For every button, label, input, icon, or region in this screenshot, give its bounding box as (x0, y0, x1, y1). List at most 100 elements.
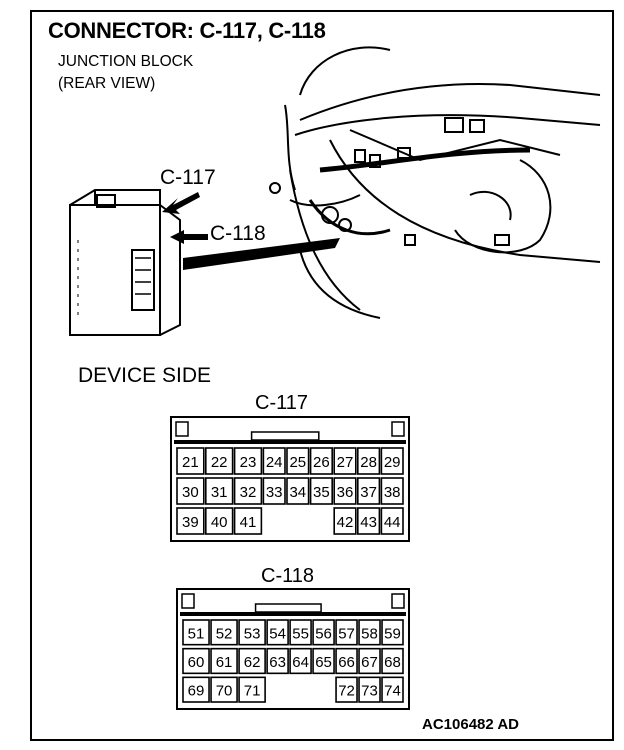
pin-number: 66 (338, 654, 355, 671)
pin-cell (210, 647, 238, 675)
pin-number: 32 (240, 484, 257, 501)
pin-number: 34 (289, 484, 306, 501)
pin-number: 62 (244, 654, 261, 671)
pin-cell (182, 676, 210, 703)
pin-number: 39 (182, 514, 199, 531)
pin-cell (238, 647, 266, 675)
pin-cell (358, 647, 381, 675)
pin-cell (335, 647, 358, 675)
connector-key (254, 603, 322, 613)
pin-cell (333, 507, 357, 535)
pin-cell (233, 477, 263, 505)
pin-number: 58 (361, 625, 378, 642)
pin-cell (176, 477, 205, 505)
pin-cell (176, 447, 205, 475)
pin-number: 57 (338, 625, 355, 642)
pin-number: 26 (313, 454, 330, 471)
page-title: CONNECTOR: C-117, C-118 (48, 18, 326, 43)
pin-number: 64 (292, 654, 309, 671)
pin-cell (286, 447, 310, 475)
pin-number: 69 (188, 683, 205, 700)
pin-number: 56 (315, 625, 332, 642)
pin-cell (381, 647, 404, 675)
pin-number: 52 (216, 625, 233, 642)
pin-number: 42 (337, 514, 354, 531)
pin-number: 27 (337, 454, 354, 471)
pin-number: 35 (313, 484, 330, 501)
pin-cell (233, 447, 263, 475)
pin-number: 59 (384, 625, 401, 642)
pin-number: 60 (188, 654, 205, 671)
pin-number: 55 (292, 625, 309, 642)
pin-cell (358, 676, 381, 703)
pin-cell (289, 619, 312, 646)
pin-number: 74 (384, 683, 401, 700)
junction-block-label: JUNCTION BLOCK (58, 53, 194, 70)
pin-number: 22 (211, 454, 228, 471)
pin-number: 67 (361, 654, 378, 671)
pin-number: 43 (360, 514, 377, 531)
pin-cell (312, 647, 335, 675)
callout-c118-label: C-118 (210, 222, 266, 245)
pin-cell (356, 507, 381, 535)
pin-cell (262, 477, 286, 505)
device-side-label: DEVICE SIDE (78, 364, 212, 387)
connector-c117-title: C-117 (255, 392, 308, 414)
pin-cell (266, 647, 289, 675)
latch-right (391, 593, 405, 609)
pin-number: 29 (384, 454, 401, 471)
pin-cell (266, 619, 289, 646)
pin-cell (210, 676, 238, 703)
pin-cell (210, 619, 238, 646)
pin-cell (309, 447, 333, 475)
pin-cell (381, 619, 404, 646)
pin-number: 33 (266, 484, 283, 501)
pin-cell (380, 477, 404, 505)
pin-number: 53 (244, 625, 261, 642)
pin-cell (238, 676, 266, 703)
pin-cell (176, 507, 205, 535)
connector-c118-title: C-118 (261, 565, 314, 587)
pin-cell (335, 619, 358, 646)
figure-frame (30, 10, 614, 741)
pin-cell (262, 447, 286, 475)
pin-number: 73 (361, 683, 378, 700)
terminal-band (180, 612, 406, 616)
pin-number: 38 (384, 484, 401, 501)
pin-cell (182, 619, 210, 646)
pin-cell (182, 647, 210, 675)
pin-cell (286, 477, 310, 505)
connector-key (250, 431, 320, 441)
pin-number: 72 (338, 683, 355, 700)
pin-cell (380, 507, 404, 535)
pin-number: 65 (315, 654, 332, 671)
pin-number: 70 (216, 683, 233, 700)
latch-left (181, 593, 195, 609)
pin-cell (204, 477, 234, 505)
pin-number: 25 (289, 454, 306, 471)
callout-c117-label: C-117 (160, 166, 216, 189)
pin-number: 31 (211, 484, 228, 501)
pin-cell (381, 676, 404, 703)
pin-number: 37 (360, 484, 377, 501)
pin-number: 41 (240, 514, 257, 531)
pin-cell (204, 447, 234, 475)
pin-cell (335, 676, 358, 703)
pin-cell (358, 619, 381, 646)
pin-cell (289, 647, 312, 675)
pin-number: 54 (269, 625, 286, 642)
pin-number: 30 (182, 484, 199, 501)
pin-cell (356, 447, 381, 475)
pin-cell (356, 477, 381, 505)
pin-cell (333, 477, 357, 505)
pin-cell (309, 477, 333, 505)
pin-number: 40 (211, 514, 228, 531)
pin-number: 68 (384, 654, 401, 671)
pin-number: 71 (244, 683, 261, 700)
pin-number: 44 (384, 514, 401, 531)
pin-number: 21 (182, 454, 199, 471)
rear-view-label: (REAR VIEW) (58, 75, 156, 92)
pin-cell (312, 619, 335, 646)
